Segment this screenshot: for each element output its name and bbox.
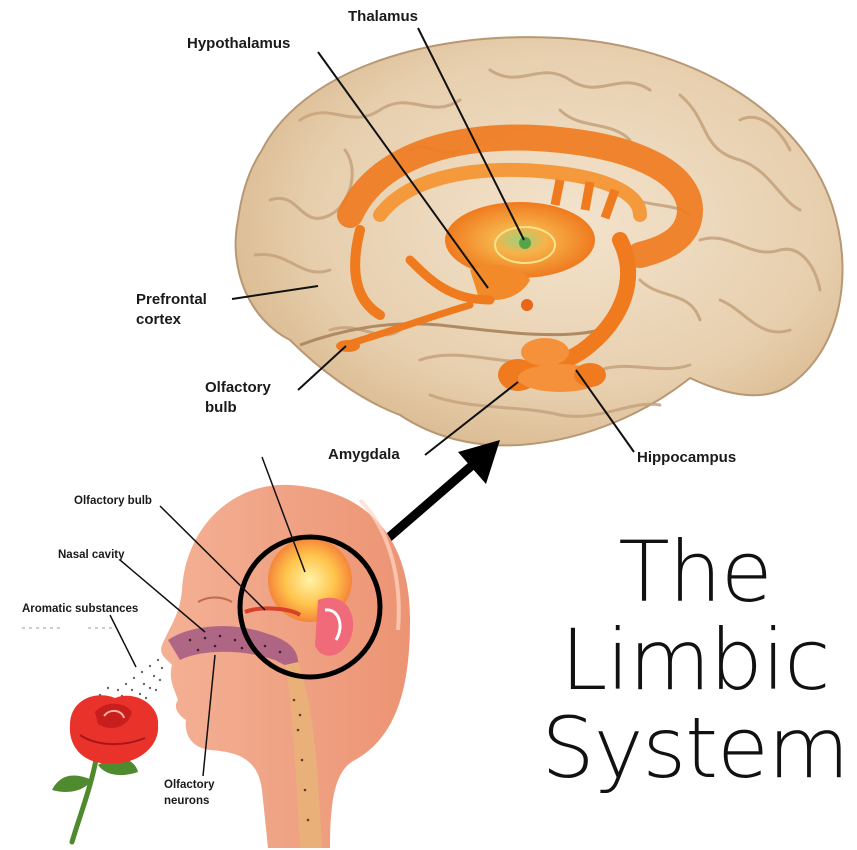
title-line-2: Limbic (540, 616, 850, 704)
label-amygdala: Amygdala (328, 446, 400, 463)
label-hypothalamus: Hypothalamus (187, 35, 290, 52)
label-olfactory-bulb: Olfactory bulb (205, 378, 303, 419)
title-line-3: System (540, 704, 850, 792)
label-prefrontal-cortex: Prefrontal cortex (136, 290, 234, 331)
label-nasal-cavity: Nasal cavity (58, 549, 125, 561)
title-line-1: The (540, 528, 850, 616)
rose (52, 695, 158, 842)
label-olfactory-neurons: Olfactory neurons (164, 778, 242, 809)
brain (236, 37, 843, 445)
label-aromatic-substances: Aromatic substances (22, 603, 138, 615)
label-head-olfactory-bulb: Olfactory bulb (74, 495, 152, 507)
label-thalamus: Thalamus (348, 8, 418, 25)
title: The Limbic System (540, 528, 850, 792)
olfactory-bulb-shape (336, 340, 360, 352)
label-hippocampus: Hippocampus (637, 449, 736, 466)
